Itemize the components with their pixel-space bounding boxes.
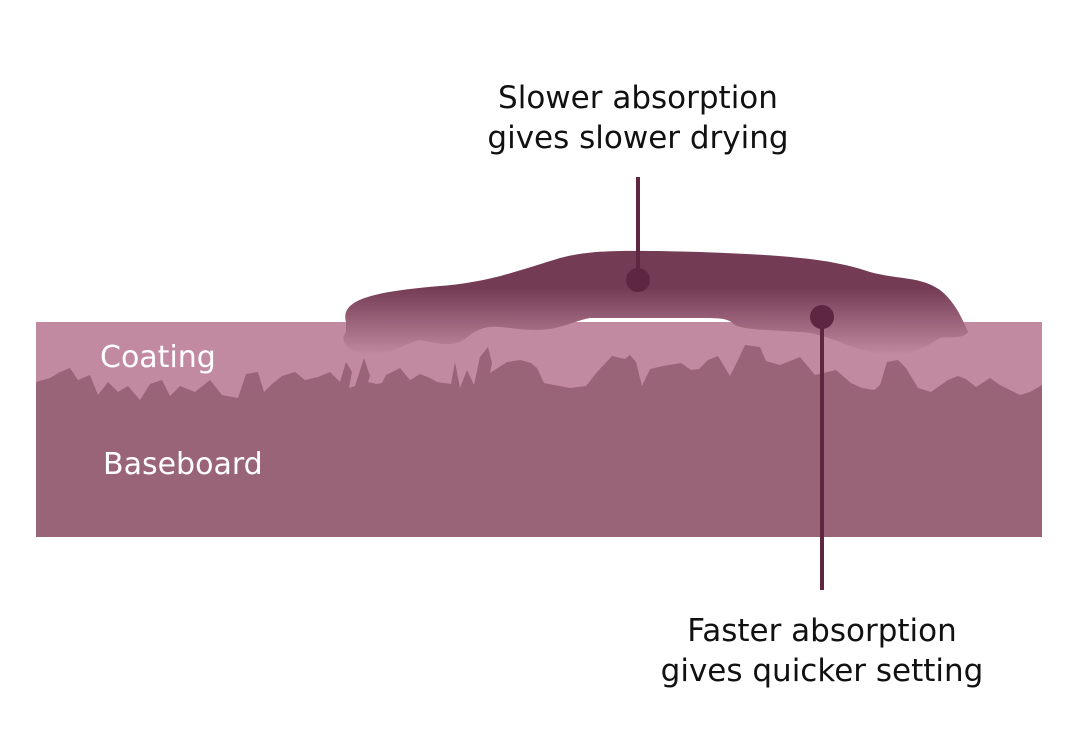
fast-label-line2: gives quicker setting bbox=[661, 653, 984, 689]
slow-label-line1: Slower absorption bbox=[498, 80, 778, 116]
ink-drop bbox=[343, 250, 968, 356]
slow-pointer-dot bbox=[626, 268, 650, 292]
fast-label-line1: Faster absorption bbox=[687, 613, 957, 649]
coating-label: Coating bbox=[100, 340, 216, 375]
fast-pointer-dot bbox=[810, 305, 834, 329]
slow-label-line2: gives slower drying bbox=[487, 120, 788, 156]
baseboard-label: Baseboard bbox=[103, 447, 263, 482]
baseboard-layer bbox=[36, 345, 1042, 537]
